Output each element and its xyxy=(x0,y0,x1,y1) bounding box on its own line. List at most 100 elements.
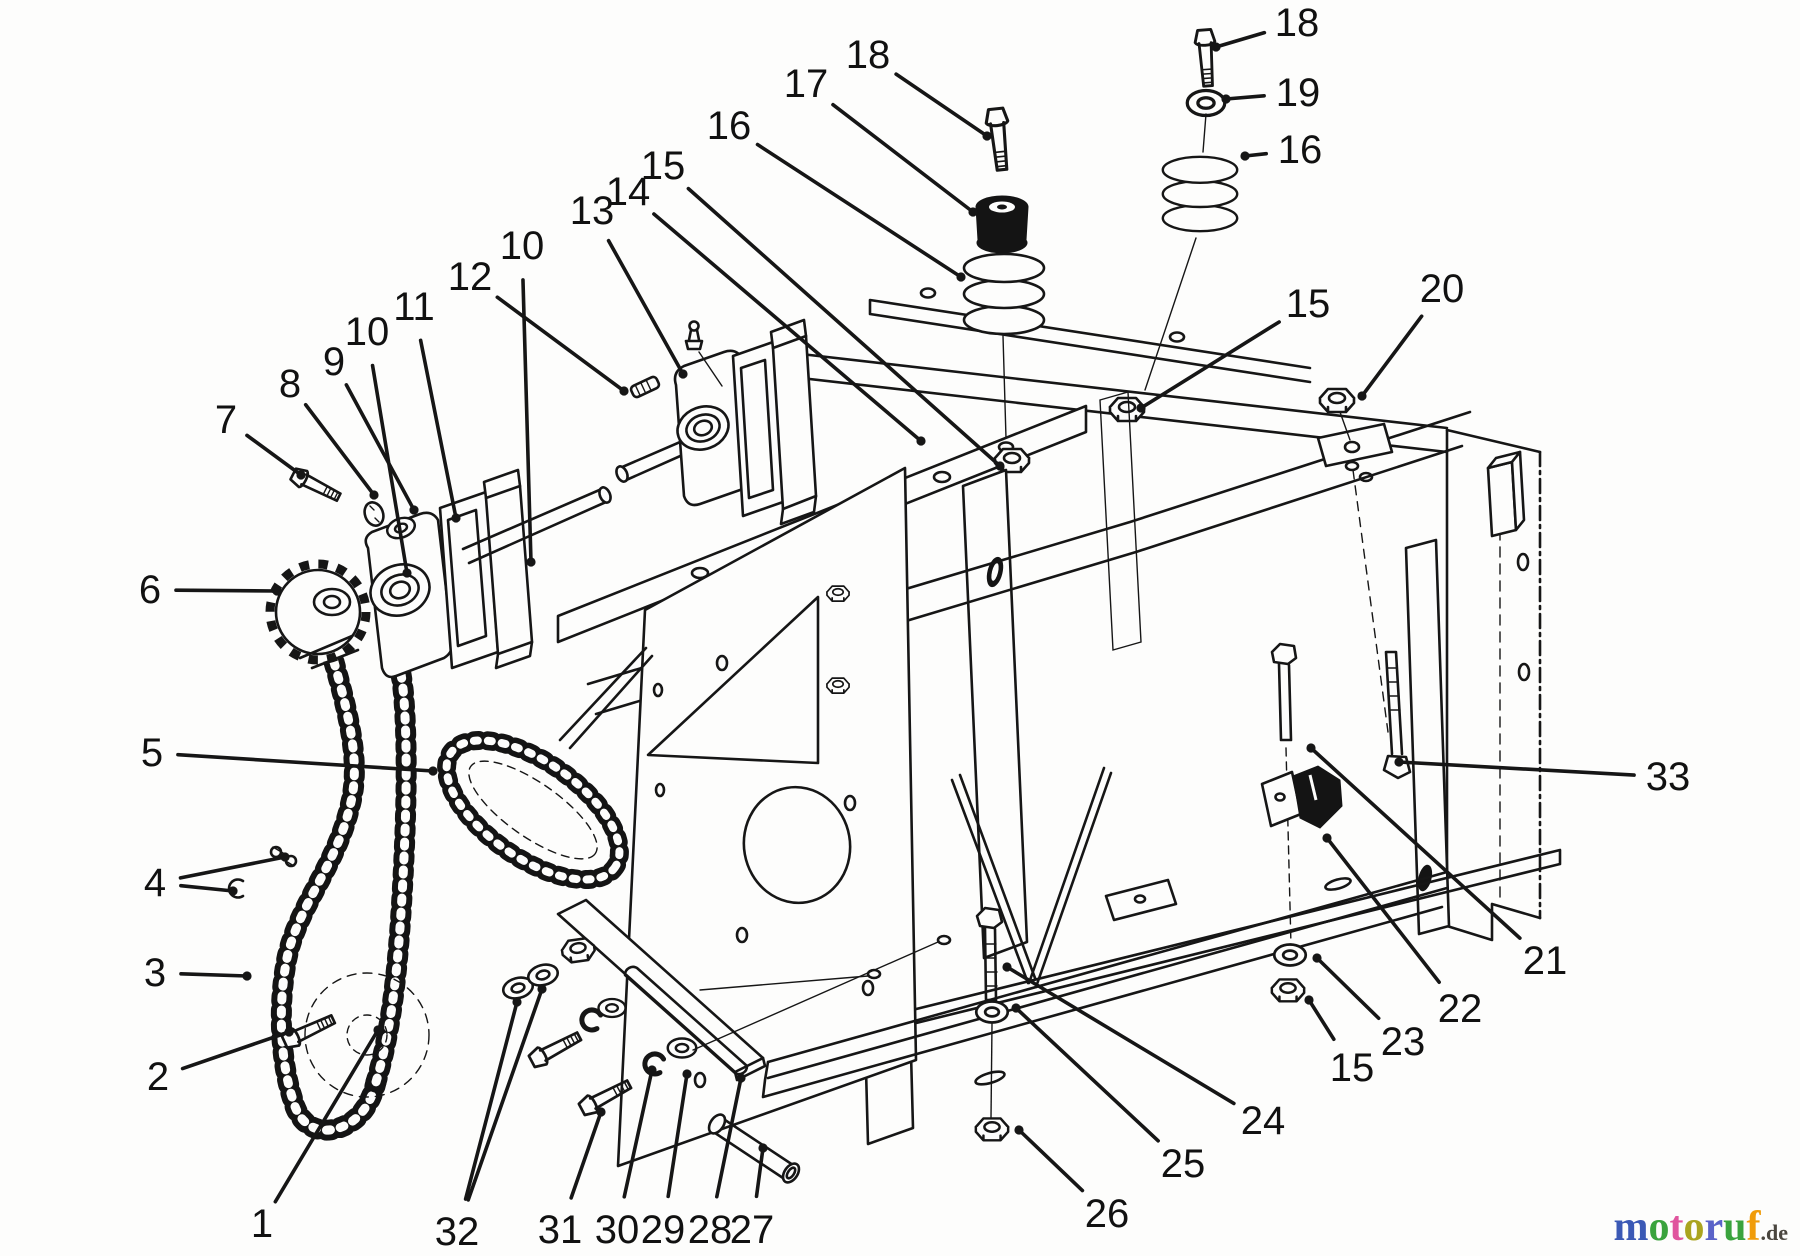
leader-line-26 xyxy=(1017,1128,1085,1193)
logo-letter: f xyxy=(1746,1204,1761,1250)
right-hardware xyxy=(974,387,1412,1142)
leader-line-18 xyxy=(1214,30,1267,49)
part-label-10: 10 xyxy=(500,224,545,268)
leader-line-31 xyxy=(569,1110,603,1200)
leader-dot-15 xyxy=(1304,995,1314,1005)
leader-dot-8 xyxy=(369,490,379,500)
leader-dot-7 xyxy=(296,470,306,480)
leader-line-19 xyxy=(1224,94,1266,101)
plate-nut-upper xyxy=(826,585,850,602)
leader-dot-30 xyxy=(647,1065,657,1075)
part-label-3: 3 xyxy=(144,951,166,995)
leader-line-10 xyxy=(370,363,409,575)
leader-dot-14 xyxy=(916,436,926,446)
part-label-30: 30 xyxy=(595,1208,640,1252)
leader-dot-12 xyxy=(619,386,629,396)
part-label-22: 22 xyxy=(1438,987,1483,1031)
leader-line-16 xyxy=(755,142,963,279)
logo-letter: t xyxy=(1669,1204,1684,1250)
bolt-24 xyxy=(975,906,1004,1002)
adjuster-bar xyxy=(556,898,767,1082)
leader-line-32 xyxy=(463,1000,519,1201)
leader-dot-20 xyxy=(1357,391,1367,401)
leader-dot-16 xyxy=(1240,151,1250,161)
rubber-stop-22 xyxy=(1260,765,1343,829)
logo-letter: u xyxy=(1723,1204,1747,1250)
hidden-sprocket-1 xyxy=(304,972,430,1098)
part-label-13: 13 xyxy=(570,189,615,233)
leader-dot-31 xyxy=(596,1107,606,1117)
roll-pin-27 xyxy=(707,1113,801,1184)
leader-line-29 xyxy=(666,1072,689,1199)
leader-dot-4 xyxy=(280,852,290,862)
leader-line-17 xyxy=(831,102,975,214)
part-label-2: 2 xyxy=(147,1055,169,1099)
logo-letter: o xyxy=(1683,1204,1705,1250)
spring-16-center xyxy=(962,252,1046,336)
leader-line-7 xyxy=(245,433,303,477)
chain-5 xyxy=(437,730,629,890)
part-label-15: 15 xyxy=(1286,282,1331,326)
logo-letter: r xyxy=(1704,1204,1724,1250)
leader-line-10 xyxy=(521,278,533,564)
part-label-19: 19 xyxy=(1276,71,1321,115)
leader-dot-27 xyxy=(758,1143,768,1153)
leader-line-13 xyxy=(606,238,685,376)
bolt-31a xyxy=(526,1026,585,1072)
part-label-32: 32 xyxy=(435,1210,480,1254)
leader-line-22 xyxy=(1325,836,1441,984)
part-label-31: 31 xyxy=(538,1208,583,1252)
spring-16-right xyxy=(1161,155,1239,233)
leader-line-23 xyxy=(1315,956,1381,1021)
part-label-12: 12 xyxy=(448,255,493,299)
part-label-27: 27 xyxy=(730,1208,775,1252)
logo-letter: m xyxy=(1613,1204,1649,1250)
leader-line-6 xyxy=(174,588,279,593)
v-brace xyxy=(950,766,1113,989)
washer-29a xyxy=(597,997,627,1019)
leader-dot-11 xyxy=(451,513,461,523)
leader-line-9 xyxy=(344,383,416,512)
top-hardware xyxy=(962,27,1239,439)
part-label-23: 23 xyxy=(1381,1020,1426,1064)
part-label-16: 16 xyxy=(1278,128,1323,172)
leader-line-30 xyxy=(622,1068,654,1199)
part-label-20: 20 xyxy=(1420,267,1465,311)
bolt-18-right xyxy=(1192,27,1220,89)
washer-29b xyxy=(666,1037,698,1059)
leader-line-32 xyxy=(466,987,544,1202)
part-label-29: 29 xyxy=(641,1208,686,1252)
leader-line-15 xyxy=(686,186,1002,468)
sprocket-6 xyxy=(265,559,371,665)
leader-line-4 xyxy=(178,855,287,880)
part-label-28: 28 xyxy=(688,1208,733,1252)
leader-dot-1 xyxy=(373,1025,383,1035)
part-label-26: 26 xyxy=(1085,1192,1130,1236)
part-label-5: 5 xyxy=(141,731,163,775)
part-label-9: 9 xyxy=(323,340,345,384)
leader-line-25 xyxy=(1014,1006,1160,1143)
leader-dot-4 xyxy=(228,886,238,896)
part-label-10: 10 xyxy=(345,310,390,354)
top-back-plate xyxy=(868,287,1312,384)
washer-23 xyxy=(1272,943,1308,967)
motoruf-logo[interactable]: motoruf.de xyxy=(1613,1206,1788,1248)
leader-dot-23 xyxy=(1312,953,1322,963)
leader-line-5 xyxy=(176,752,435,773)
leader-dot-25 xyxy=(1011,1003,1021,1013)
leader-line-11 xyxy=(418,338,458,520)
nut-20 xyxy=(1318,387,1356,414)
leader-line-18 xyxy=(894,72,989,138)
part-label-21: 21 xyxy=(1523,939,1568,983)
leader-dot-17 xyxy=(968,207,978,217)
vertical-straps xyxy=(850,391,1451,1146)
leader-line-3 xyxy=(179,972,249,978)
part-label-24: 24 xyxy=(1241,1099,1286,1143)
leader-line-2 xyxy=(180,1030,291,1071)
logo-suffix: .de xyxy=(1760,1220,1789,1245)
nut-26 xyxy=(974,1117,1010,1142)
washer-25 xyxy=(974,1000,1010,1024)
frame xyxy=(556,287,1562,1168)
nut-15-bottom xyxy=(1270,978,1306,1003)
